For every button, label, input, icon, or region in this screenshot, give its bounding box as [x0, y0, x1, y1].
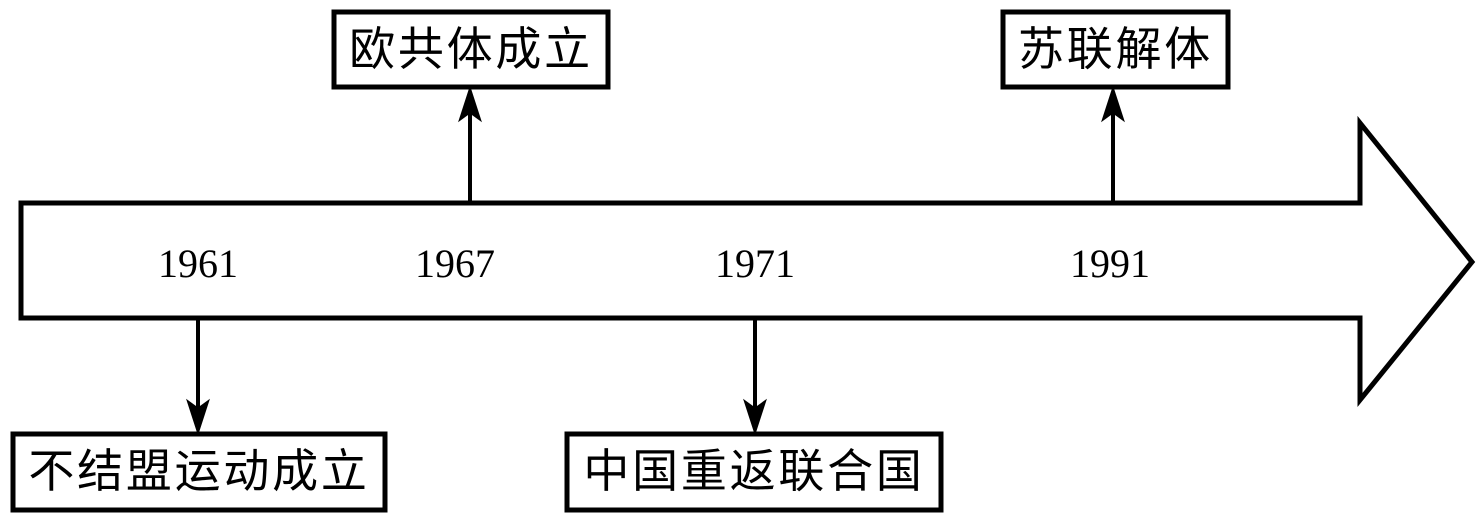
year-label-1961: 1961 [158, 241, 238, 286]
year-label-1971: 1971 [715, 241, 795, 286]
year-label-1991: 1991 [1070, 241, 1150, 286]
event-box-china-returns-un [564, 431, 944, 513]
event-box-ussr-dissolved [1000, 9, 1231, 90]
event-box-nam-founded [10, 431, 388, 513]
timeline-arrow-shape [18, 115, 1476, 408]
event-box-eec-founded [331, 9, 611, 90]
connector-1991-up-arrow [1101, 85, 1125, 203]
connector-1971-down-arrow [743, 318, 767, 436]
connector-1967-up-arrow [458, 85, 482, 203]
year-label-1967: 1967 [415, 241, 495, 286]
connector-1961-down-arrow [186, 318, 210, 436]
